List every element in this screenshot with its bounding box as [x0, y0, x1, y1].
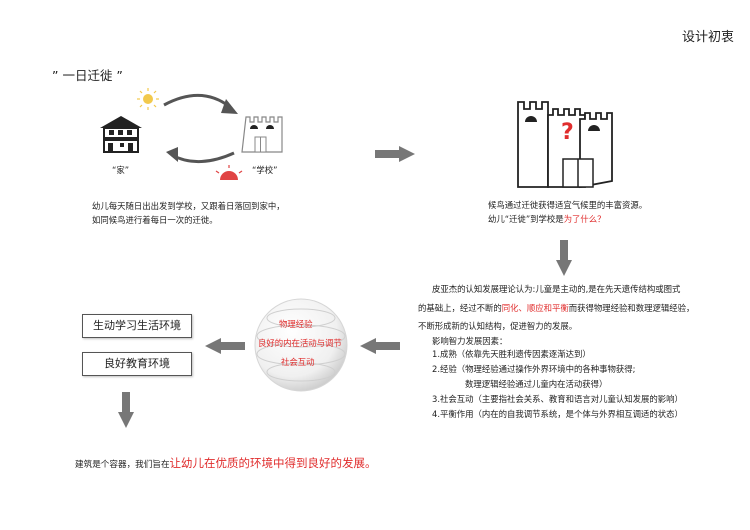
box-education-environment: 良好教育环境 — [82, 352, 192, 376]
factor-3: 3.社会互动（主要指社会关系、教育和语言对儿童认知发展的影响） — [432, 394, 683, 404]
arrow-to-home-icon — [166, 147, 235, 164]
sphere-text-2: 良好的内在活动与调节 — [258, 338, 342, 348]
sphere-graphic — [254, 298, 348, 392]
factor-1: 1.成熟（依靠先天胜利遗传因素逐渐达到） — [432, 349, 591, 359]
caption-left-line1: 幼儿每天随日出出发到学校，又跟着日落回到家中， — [92, 201, 285, 211]
caption-right-line2: 幼儿“迁徙”到学校是为了什么？ — [488, 213, 606, 226]
piaget-intro2-prefix: 的基础上，经过不断的 — [418, 303, 502, 313]
sphere-text-3: 社会互动 — [281, 357, 315, 367]
piaget-intro-line2: 的基础上，经过不断的同化、顺应和平衡而获得物理经验和数理逻辑经验， — [418, 302, 694, 315]
caption-right-line2-highlight: 为了什么？ — [563, 214, 606, 224]
section-title: ” 一日迁徙 ” — [52, 68, 123, 83]
home-label: “家” — [112, 165, 130, 175]
factor-2b: 数理逻辑经验通过儿童内在活动获得） — [465, 379, 608, 389]
piaget-intro2-suffix: 而获得物理经验和数理逻辑经验， — [568, 303, 695, 313]
piaget-intro2-highlight: 同化、顺应和平衡 — [501, 303, 569, 313]
arrow-down-icon-2 — [118, 392, 134, 428]
school-label: “学校” — [252, 165, 278, 175]
migration-diagram — [100, 88, 283, 180]
sunset-icon — [215, 165, 243, 180]
piaget-intro-line3: 不断形成新的认知结构，促进智力的发展。 — [418, 321, 578, 331]
conclusion-highlight: 让幼儿在优质的环境中得到良好的发展。 — [169, 456, 377, 470]
box-learning-environment: 生动学习生活环境 — [82, 314, 192, 338]
arrow-right-icon — [375, 146, 415, 162]
house-icon — [100, 116, 142, 153]
question-mark: ? — [561, 120, 574, 145]
piaget-intro-line1: 皮亚杰的认知发展理论认为:儿童是主动的,是在先天遗传结构或图式 — [432, 284, 681, 294]
arrow-down-icon — [556, 240, 572, 276]
arrow-to-school-icon — [163, 93, 238, 114]
conclusion: 建筑是个容器，我们旨在让幼儿在优质的环境中得到良好的发展。 — [75, 452, 377, 471]
arrow-left-icon-2 — [205, 338, 245, 354]
factor-2: 2.经验（物理经验通过操作外界环境中的各种事物获得; — [432, 364, 636, 374]
school-icon — [241, 116, 283, 153]
sphere-text-1: 物理经验 — [279, 319, 313, 329]
caption-right-line1: 候鸟通过迁徙获得适宜气候里的丰富资源。 — [488, 200, 648, 210]
arrow-left-icon — [360, 338, 400, 354]
factor-4: 4.平衡作用（内在的自我调节系统，是个体与外界相互调适的状态） — [432, 409, 683, 419]
castle-illustration — [517, 101, 613, 189]
caption-left-line2: 如同候鸟进行着每日一次的迁徙。 — [92, 215, 218, 225]
sun-icon — [137, 88, 159, 110]
factors-title: 影响智力发展因素： — [432, 336, 508, 346]
page-title: 设计初衷 — [682, 30, 735, 45]
conclusion-prefix: 建筑是个容器，我们旨在 — [75, 460, 170, 470]
caption-right-line2-prefix: 幼儿“迁徙”到学校是 — [488, 214, 564, 224]
